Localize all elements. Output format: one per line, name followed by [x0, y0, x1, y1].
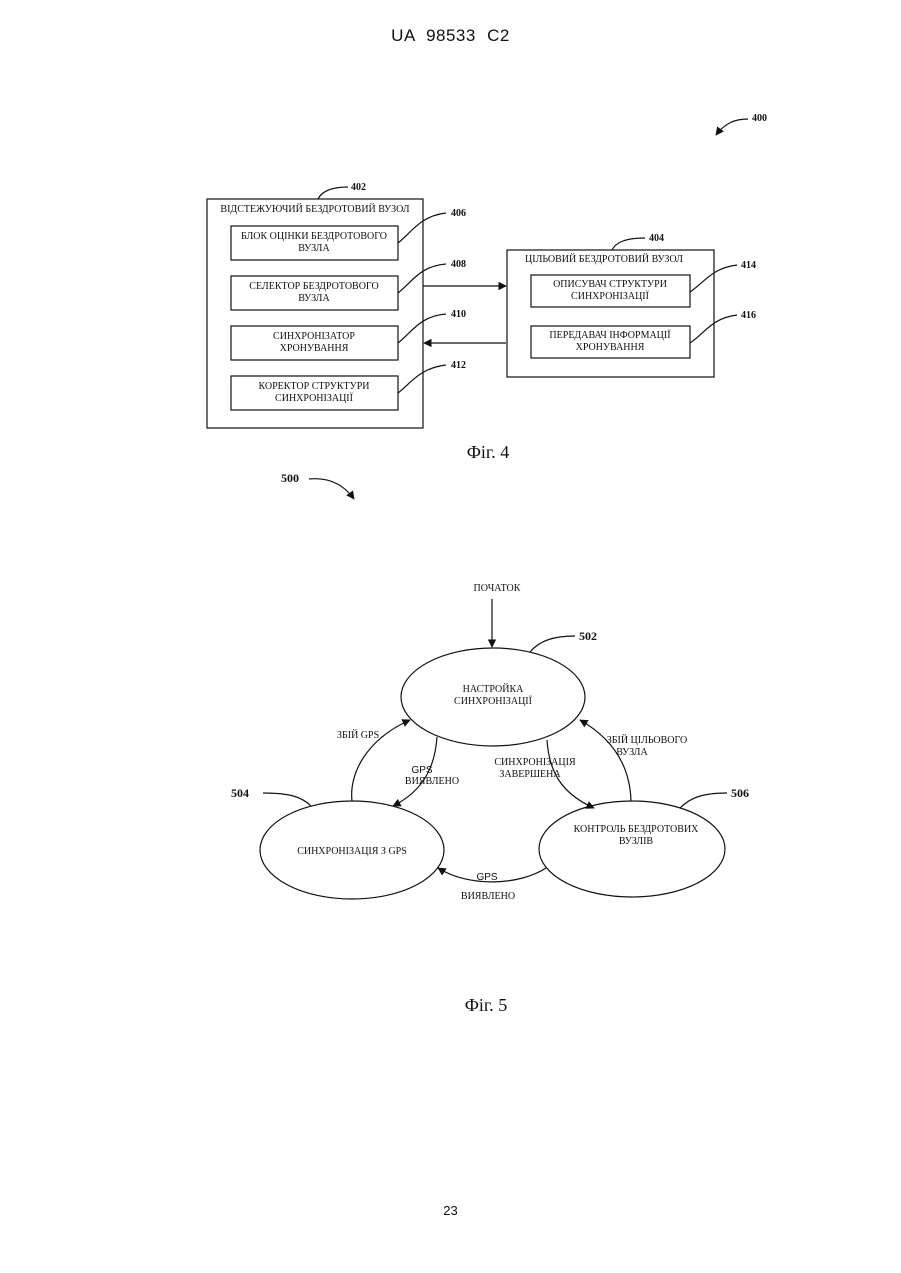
label-target-fail-1: ЗБІЙ ЦІЛЬОВОГО [607, 734, 688, 746]
ref-406: 406 [451, 208, 466, 219]
label-gps-detected-a1: GPS [411, 765, 432, 776]
ref-408: 408 [451, 259, 466, 270]
label-gps-detected-b1: GPS [476, 872, 497, 883]
ref-500-leader [309, 479, 354, 499]
page-number: 23 [0, 1203, 901, 1218]
ref-400: 400 [752, 113, 767, 124]
ref-504: 504 [231, 786, 249, 800]
figure-4-caption: Фіг. 4 [467, 442, 510, 462]
label-gps-fail: ЗБІЙ GPS [337, 729, 379, 741]
state-502-line1: НАСТРОЙКА [463, 683, 525, 695]
state-504-line1: СИНХРОНІЗАЦІЯ З GPS [297, 846, 407, 857]
ref-414: 414 [741, 260, 756, 271]
ref-506: 506 [731, 786, 749, 800]
block-416-line1: ПЕРЕДАВАЧ ІНФОРМАЦІЇ [549, 329, 671, 341]
figure-5: 500 ПОЧАТОК НАСТРОЙКА СИНХРОНІЗАЦІЇ 502 … [231, 471, 749, 1015]
transition-target-fail [580, 720, 631, 801]
block-414-line1: ОПИСУВАЧ СТРУКТУРИ [553, 279, 667, 290]
target-node-title: ЦІЛЬОВИЙ БЕЗДРОТОВИЙ ВУЗОЛ [525, 253, 683, 265]
ref-404-leader [612, 238, 645, 250]
state-506-line2: ВУЗЛІВ [619, 836, 653, 847]
start-label: ПОЧАТОК [474, 583, 521, 594]
ref-402-leader [318, 187, 348, 199]
label-target-fail-2: ВУЗЛА [616, 747, 648, 758]
block-416-line2: ХРОНУВАННЯ [576, 342, 645, 353]
block-406-line2: ВУЗЛА [298, 243, 330, 254]
block-412-line2: СИНХРОНІЗАЦІЇ [275, 392, 354, 404]
label-gps-detected-b2: ВИЯВЛЕНО [461, 891, 515, 902]
state-502-line2: СИНХРОНІЗАЦІЇ [454, 695, 533, 707]
ref-410: 410 [451, 309, 466, 320]
ref-500: 500 [281, 471, 299, 485]
block-410-line1: СИНХРОНІЗАТОР [273, 331, 355, 342]
tracking-node-title: ВІДСТЕЖУЮЧИЙ БЕЗДРОТОВИЙ ВУЗОЛ [220, 203, 409, 215]
block-406-line1: БЛОК ОЦІНКИ БЕЗДРОТОВОГО [241, 231, 387, 242]
ref-506-leader [680, 793, 727, 808]
block-412-line1: КОРЕКТОР СТРУКТУРИ [258, 381, 369, 392]
block-408-line2: ВУЗЛА [298, 293, 330, 304]
figure-5-caption: Фіг. 5 [465, 995, 508, 1015]
figure-4: 400 402 ВІДСТЕЖУЮЧИЙ БЕЗДРОТОВИЙ ВУЗОЛ Б… [207, 113, 767, 462]
state-506-line1: КОНТРОЛЬ БЕЗДРОТОВИХ [574, 824, 700, 835]
label-sync-done-2: ЗАВЕРШЕНА [499, 769, 561, 780]
ref-504-leader [263, 793, 311, 806]
label-sync-done-1: СИНХРОНІЗАЦІЯ [494, 757, 576, 768]
block-410-line2: ХРОНУВАННЯ [280, 343, 349, 354]
block-408-line1: СЕЛЕКТОР БЕЗДРОТОВОГО [249, 281, 378, 292]
block-414-line2: СИНХРОНІЗАЦІЇ [571, 290, 650, 302]
ref-402: 402 [351, 182, 366, 193]
ref-502: 502 [579, 629, 597, 643]
label-gps-detected-a2: ВИЯВЛЕНО [405, 776, 459, 787]
state-506-ellipse [539, 801, 725, 897]
ref-416: 416 [741, 310, 756, 321]
ref-502-leader [530, 636, 575, 652]
ref-412: 412 [451, 360, 466, 371]
ref-404: 404 [649, 233, 664, 244]
ref-400-leader [716, 119, 748, 135]
